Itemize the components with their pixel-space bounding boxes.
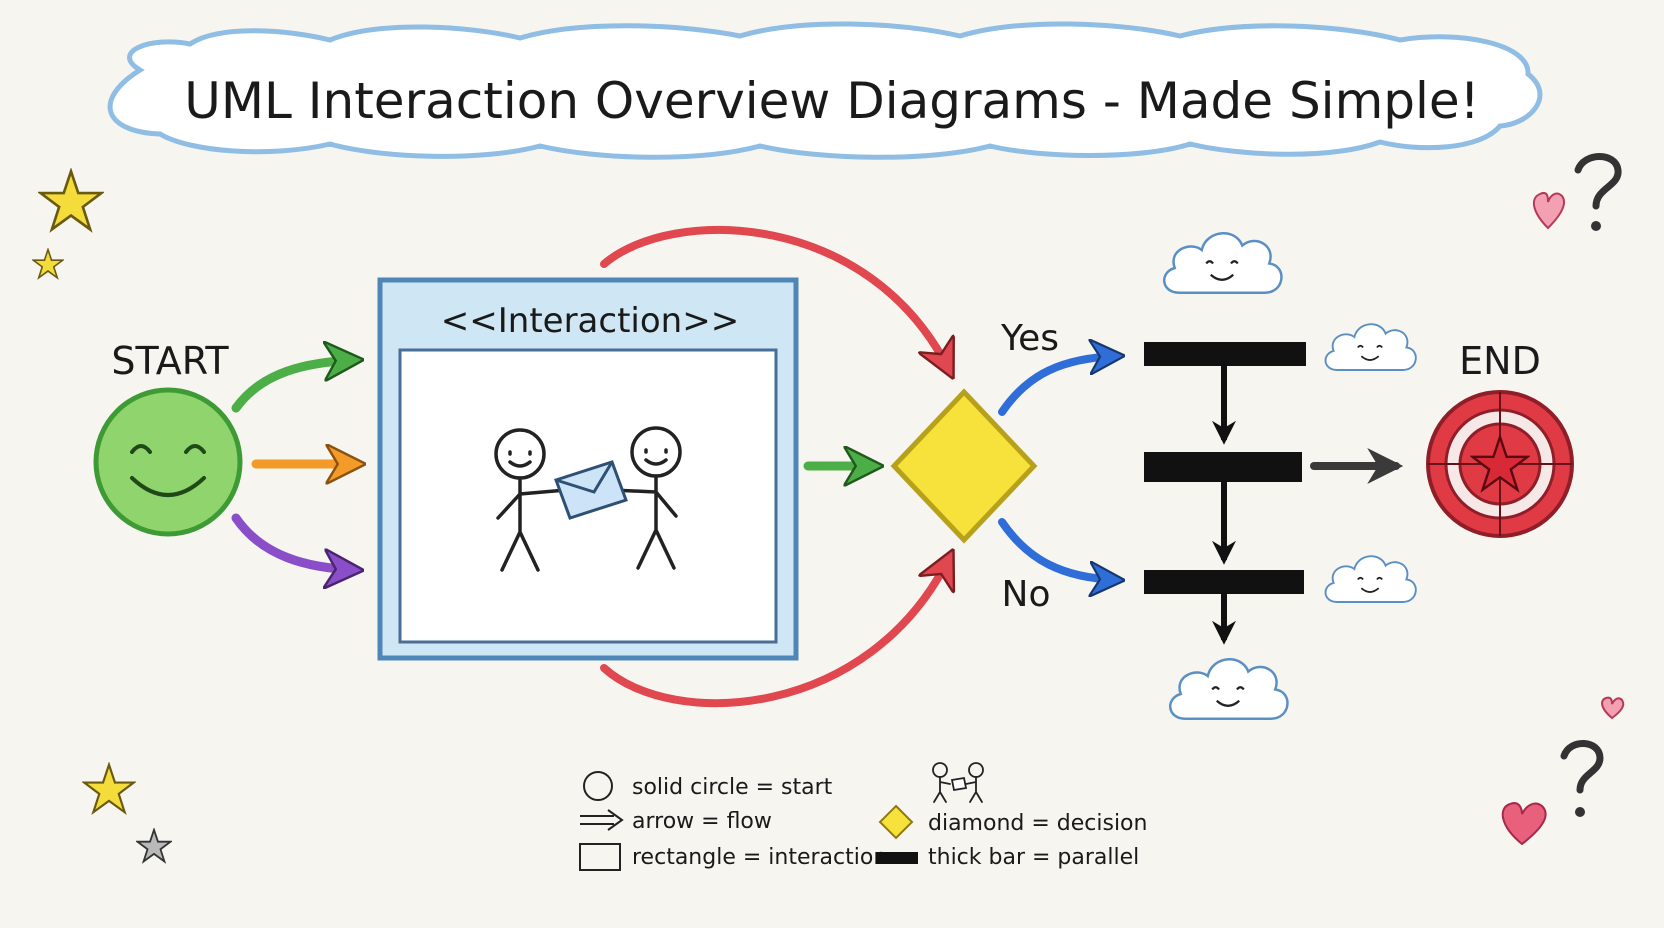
heart-icon [1501,802,1547,846]
legend-start-text: solid circle = start [632,775,833,800]
interaction-header: <<Interaction>> [441,301,739,341]
legend-parallel-text: thick bar = parallel [928,845,1139,870]
cloud-face-icon [1162,232,1283,294]
parallel-bar [1144,570,1304,594]
star-icon [136,828,172,863]
legend-stick-figure-icon [932,762,984,803]
interaction-frame: <<Interaction>> [377,277,799,661]
decision-diamond [890,388,1038,544]
flow-arrow-purple [231,513,356,570]
stick-figure-icon [494,428,568,572]
start-node [93,387,243,537]
flow-arrow-red-top [600,225,950,372]
star-icon [83,763,135,814]
no-label: No [1002,574,1051,615]
cloud-face-icon [1168,658,1289,720]
legend-interaction-text: rectangle = interaction [632,845,887,870]
legend-circle-icon [583,771,613,801]
question-mark-icon [1560,740,1604,817]
envelope-icon [554,460,628,520]
cloud-face-icon [1324,323,1417,371]
flow-arrow-green [231,360,356,413]
flow-arrow-no [998,518,1118,580]
cloud-face-icon [1324,555,1417,603]
yes-label: Yes [1000,318,1059,359]
star-icon [32,248,64,279]
legend-diamond-icon [878,804,914,840]
legend-rectangle-icon [579,843,621,871]
legend-decision-text: diamond = decision [928,811,1147,836]
heart-icon [1532,192,1566,230]
heart-icon [1601,696,1625,720]
start-label: START [111,339,229,383]
page-title: UML Interaction Overview Diagrams - Made… [184,72,1479,130]
legend: solid circle = start arrow = flow rectan… [579,762,1147,871]
end-label: END [1459,339,1541,383]
target-icon [1426,390,1574,538]
flow-arrow-yes [998,356,1118,416]
question-mark-icon [1574,153,1622,231]
title-cloud: UML Interaction Overview Diagrams - Made… [107,21,1543,160]
parallel-bar [1144,342,1306,366]
legend-flow-text: arrow = flow [632,809,772,834]
legend-arrow-icon [580,809,624,831]
stick-figure-icon [610,426,682,570]
smiley-face-icon [130,444,206,497]
flow-arrow-red-bottom [600,556,950,708]
star-icon [39,169,103,231]
parallel-bar [1144,452,1302,482]
legend-bar-icon [876,852,918,864]
